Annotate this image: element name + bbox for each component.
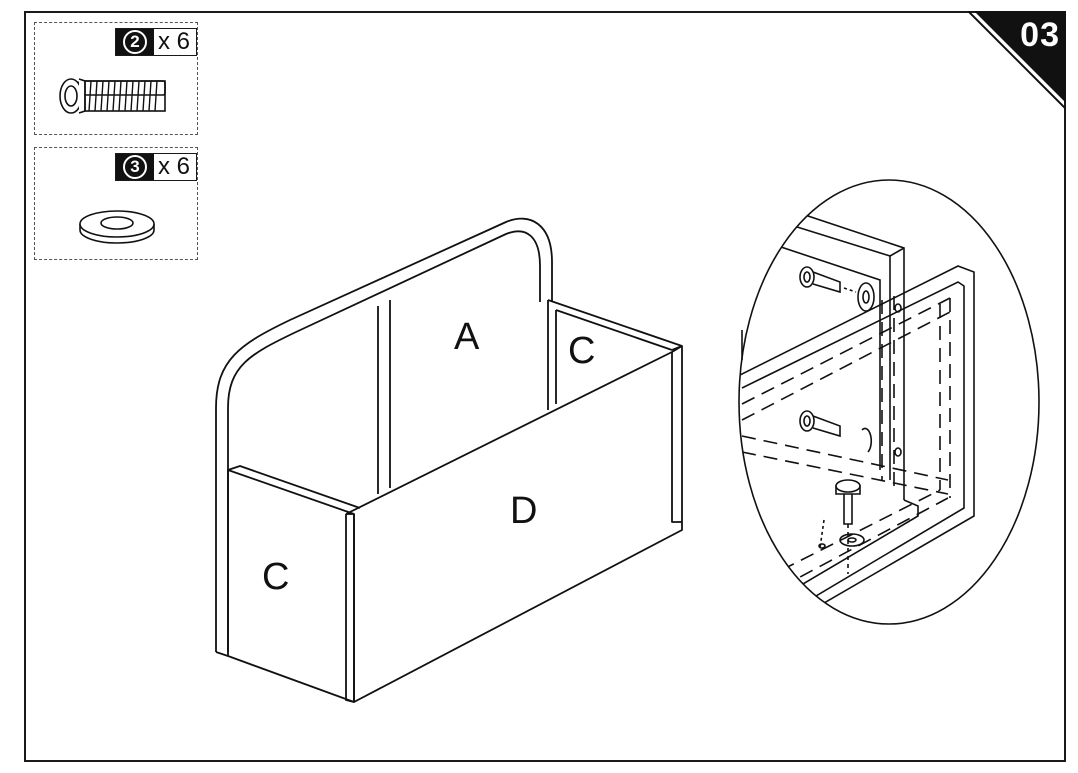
detail-zoom [739,189,975,624]
part-number-badge: 2 [122,30,147,54]
panel-label-c-back: C [568,330,596,372]
panel-a-outline [215,217,553,652]
part-box-bolt: 2 x 6 [34,22,198,135]
part-quantity-tag: 2 x 6 [114,28,197,56]
panel-label-d: D [510,490,538,532]
part-number-badge: 3 [122,155,147,179]
panel-label-c-front: C [262,556,290,598]
step-badge [968,11,1066,109]
part-quantity: x 6 [153,153,196,180]
bolt-icon [59,78,166,114]
washer-icon [79,210,155,244]
panel-label-a: A [454,316,480,358]
part-quantity: x 6 [153,28,196,55]
instruction-frame [24,11,1066,762]
part-quantity-tag: 3 x 6 [114,153,197,181]
part-box-washer: 3 x 6 [34,147,198,260]
panel-d-top-edge [345,345,683,515]
zoom-circle [738,179,1040,625]
panel-c-front-outline [227,469,355,703]
step-number: 03 [1020,16,1060,54]
panel-a-inner [227,230,541,652]
